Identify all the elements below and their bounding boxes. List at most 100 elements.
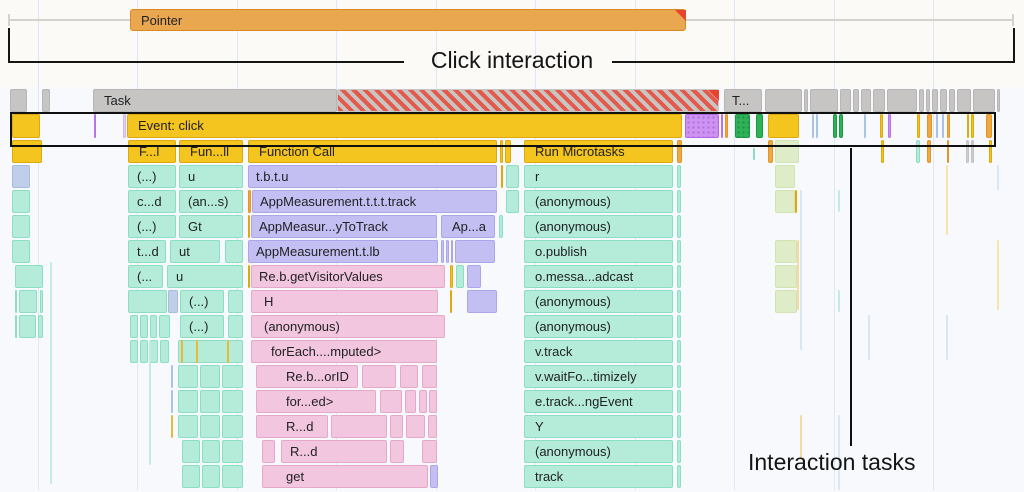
flame-bar[interactable]: [467, 265, 481, 288]
flame-bar[interactable]: [768, 140, 773, 163]
flame-bar[interactable]: (anonymous): [524, 190, 673, 213]
flame-bar[interactable]: [222, 390, 243, 413]
flame-bar[interactable]: [178, 415, 198, 438]
flame-bar[interactable]: [677, 265, 681, 288]
flame-bar[interactable]: [182, 465, 200, 488]
flame-bar[interactable]: e.track...ngEvent: [524, 390, 673, 413]
flame-bar[interactable]: o.publish: [524, 240, 673, 263]
flame-bar[interactable]: [123, 114, 126, 138]
flame-bar[interactable]: [12, 114, 40, 138]
flame-bar[interactable]: [735, 114, 750, 138]
flame-bar[interactable]: [797, 240, 799, 310]
flame-bar[interactable]: [804, 89, 808, 112]
flame-bar[interactable]: [932, 89, 938, 112]
flame-bar[interactable]: v.waitFo...timizely: [524, 365, 673, 388]
flame-bar[interactable]: [810, 89, 838, 112]
flame-bar[interactable]: [40, 290, 43, 313]
flame-bar[interactable]: Ap...a: [441, 215, 495, 238]
flame-bar[interactable]: [160, 340, 169, 363]
flame-bar[interactable]: [150, 315, 157, 338]
flame-bar[interactable]: [130, 315, 138, 338]
flame-bar[interactable]: AppMeasurement.t.t.t.track: [252, 190, 497, 213]
flame-bar[interactable]: [228, 315, 243, 338]
flame-bar[interactable]: [400, 365, 418, 388]
flame-bar[interactable]: [812, 114, 814, 138]
flame-bar[interactable]: R...d: [256, 415, 328, 438]
flame-bar[interactable]: Y: [524, 415, 673, 438]
flame-bar[interactable]: [202, 465, 220, 488]
flame-bar[interactable]: [428, 415, 437, 438]
flame-bar[interactable]: for...ed>: [256, 390, 376, 413]
flame-bar[interactable]: [685, 114, 719, 138]
flame-bar[interactable]: [881, 140, 884, 163]
flame-bar[interactable]: [949, 89, 955, 112]
flame-bar[interactable]: [390, 440, 404, 463]
flame-bar[interactable]: (anonymous): [251, 315, 445, 338]
flame-bar[interactable]: Re.b.getVisitorValues: [251, 265, 445, 288]
flame-bar[interactable]: [986, 114, 992, 138]
flame-bar[interactable]: [456, 265, 464, 288]
flame-bar[interactable]: [989, 140, 992, 163]
flame-bar[interactable]: Gt: [179, 215, 243, 238]
flame-bar[interactable]: [501, 165, 503, 188]
flame-bar[interactable]: [248, 215, 250, 238]
flame-bar[interactable]: [128, 290, 167, 313]
flame-bar[interactable]: [178, 365, 198, 388]
flame-bar[interactable]: [838, 290, 840, 312]
flame-bar[interactable]: [677, 290, 681, 313]
flame-bar[interactable]: [677, 415, 681, 438]
flame-bar[interactable]: (...): [128, 165, 176, 188]
flame-bar[interactable]: [12, 240, 30, 263]
flame-bar[interactable]: [149, 340, 151, 465]
flame-bar[interactable]: [677, 165, 681, 188]
flame-bar[interactable]: (anonymous): [524, 290, 673, 313]
flame-bar[interactable]: [916, 140, 920, 163]
flame-bar[interactable]: u: [167, 265, 243, 288]
flame-bar[interactable]: [942, 114, 944, 138]
flame-bar[interactable]: [331, 415, 387, 438]
flame-bar[interactable]: [405, 390, 416, 413]
flame-bar[interactable]: [725, 114, 728, 138]
flame-bar[interactable]: [15, 265, 43, 288]
flame-bar[interactable]: [800, 415, 802, 460]
flame-bar[interactable]: [222, 365, 243, 388]
flame-bar[interactable]: (an...s): [179, 190, 243, 213]
flame-bar[interactable]: [42, 89, 50, 112]
flame-bar[interactable]: [178, 340, 243, 363]
flame-bar[interactable]: t...d: [128, 240, 166, 263]
flame-bar[interactable]: [927, 140, 931, 163]
flame-bar[interactable]: [940, 89, 947, 112]
flame-bar[interactable]: [168, 290, 178, 313]
flame-bar[interactable]: [130, 340, 138, 363]
flame-bar[interactable]: [833, 114, 837, 138]
flame-bar[interactable]: [222, 415, 243, 438]
flame-bar[interactable]: [505, 140, 511, 163]
flame-bar[interactable]: [450, 290, 452, 313]
flame-bar[interactable]: [455, 240, 495, 263]
flame-bar[interactable]: [150, 340, 158, 363]
flame-bar[interactable]: [919, 89, 924, 112]
flame-bar[interactable]: [171, 415, 173, 438]
flame-bar[interactable]: [971, 114, 974, 138]
flame-bar[interactable]: [12, 190, 30, 213]
flame-bar[interactable]: [12, 165, 30, 188]
flame-bar[interactable]: [800, 190, 802, 350]
flame-bar[interactable]: [15, 290, 17, 313]
flame-bar[interactable]: r: [524, 165, 673, 188]
flame-bar[interactable]: o.messa...adcast: [524, 265, 673, 288]
flame-bar[interactable]: [677, 465, 681, 488]
flame-bar[interactable]: [422, 365, 437, 388]
flame-bar[interactable]: [140, 315, 148, 338]
flame-bar[interactable]: [768, 114, 799, 138]
flame-bar[interactable]: (anonymous): [524, 440, 673, 463]
flame-bar[interactable]: [248, 190, 251, 213]
flame-bar[interactable]: [957, 89, 971, 112]
flame-bar[interactable]: [196, 340, 198, 363]
flame-bar[interactable]: (...): [128, 215, 176, 238]
flame-bar[interactable]: [880, 114, 883, 138]
flame-bar[interactable]: AppMeasurement.t.lb: [248, 240, 438, 263]
flame-bar[interactable]: [971, 140, 974, 163]
flame-bar[interactable]: [200, 365, 220, 388]
flame-bar[interactable]: [159, 315, 170, 338]
flame-bar[interactable]: [997, 89, 1000, 112]
